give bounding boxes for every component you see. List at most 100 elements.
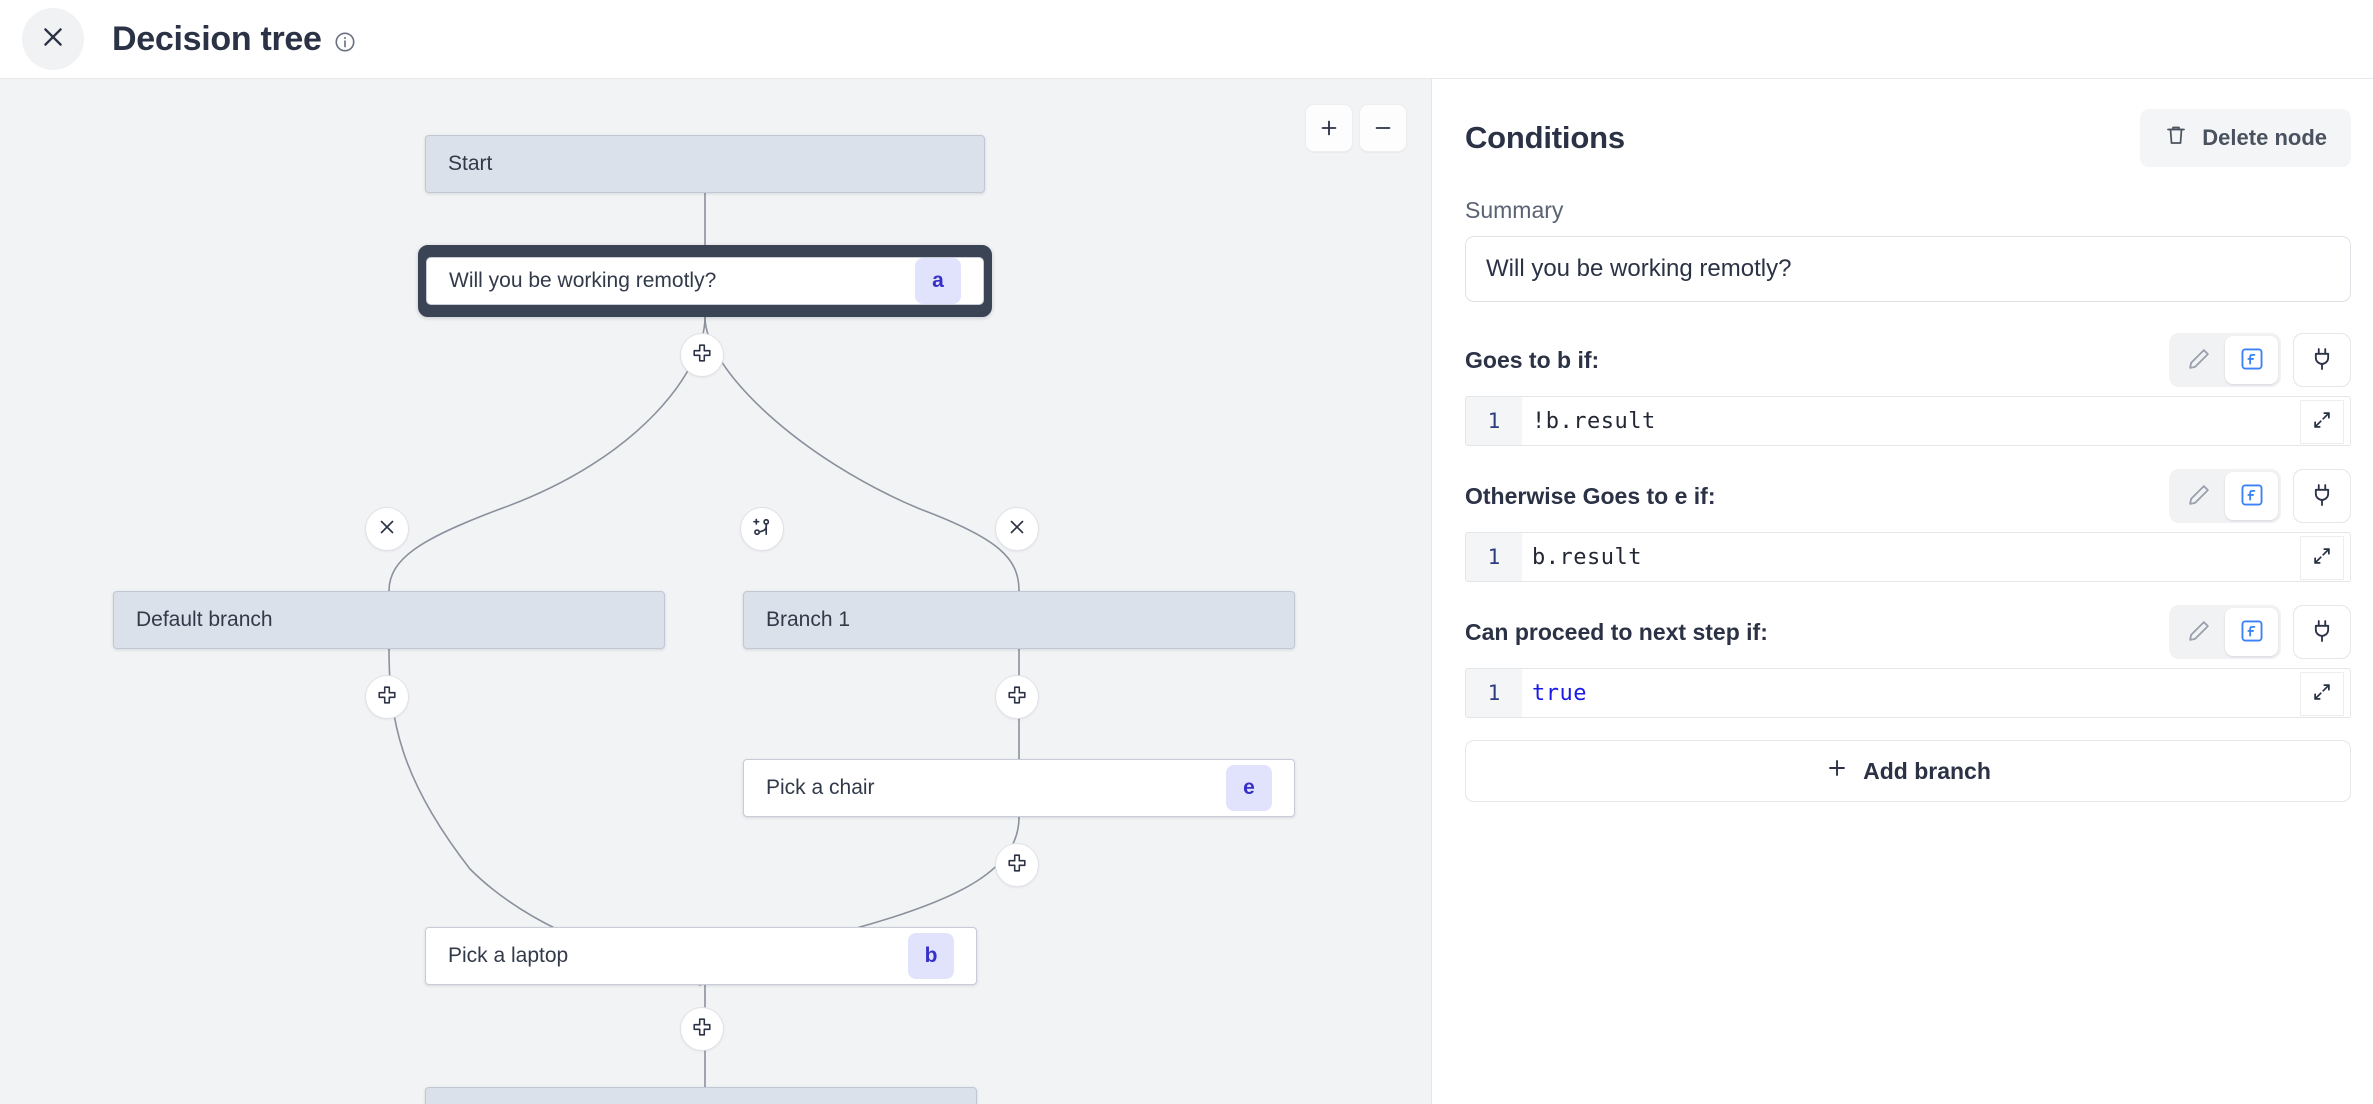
delete-branch-button-default[interactable] (365, 507, 409, 551)
plus-icon (376, 684, 398, 711)
flow-node-b[interactable]: Pick a laptop b (425, 927, 977, 985)
node-badge: e (1226, 765, 1272, 811)
plug-icon (2309, 482, 2335, 511)
connect-variable-button[interactable] (2293, 605, 2351, 659)
pencil-icon (2186, 482, 2212, 511)
pencil-mode-button[interactable] (2172, 336, 2225, 384)
condition-header: Can proceed to next step if: (1465, 604, 2351, 660)
line-number: 1 (1466, 669, 1522, 717)
node-label: Pick a laptop (448, 944, 569, 967)
delete-node-label: Delete node (2202, 125, 2327, 150)
delete-branch-button-branch-1[interactable] (995, 507, 1039, 551)
line-number: 1 (1466, 533, 1522, 581)
connect-variable-button[interactable] (2293, 333, 2351, 387)
node-badge: a (915, 258, 961, 304)
function-icon (2239, 346, 2265, 375)
summary-label: Summary (1465, 197, 1564, 223)
flow-node-a[interactable]: Will you be working remotly? a (418, 245, 992, 317)
plus-icon (1825, 756, 1849, 786)
function-mode-button[interactable] (2225, 472, 2278, 520)
condition-tools (2169, 333, 2351, 387)
add-node-button-after-chair[interactable] (995, 843, 1039, 887)
plus-icon (1006, 852, 1028, 879)
code-content[interactable]: b.result (1522, 533, 2350, 581)
summary-input[interactable] (1465, 236, 2351, 302)
close-icon (1006, 516, 1028, 543)
editor-mode-toggle (2169, 333, 2281, 387)
condition-header: Goes to b if: (1465, 332, 2351, 388)
flow-node-branch-1[interactable]: Branch 1 (743, 591, 1295, 649)
expand-editor-button[interactable] (2300, 536, 2344, 580)
function-icon (2239, 618, 2265, 647)
editor-mode-toggle (2169, 469, 2281, 523)
add-branch-button[interactable]: Add branch (1465, 740, 2351, 802)
expand-editor-button[interactable] (2300, 400, 2344, 444)
plus-icon (1006, 684, 1028, 711)
add-node-button-after-laptop[interactable] (680, 1007, 724, 1051)
code-content[interactable]: true (1522, 669, 2350, 717)
add-node-button-after-start[interactable] (680, 333, 724, 377)
node-label: Start (448, 152, 493, 175)
connect-variable-button[interactable] (2293, 469, 2351, 523)
expand-icon (2311, 409, 2333, 436)
function-mode-button[interactable] (2225, 336, 2278, 384)
plus-icon (691, 342, 713, 369)
git-branch-plus-icon (751, 516, 773, 543)
line-number: 1 (1466, 397, 1522, 445)
condition-block-otherwise-goes-to-e: Otherwise Goes to e if: (1465, 468, 2351, 582)
flow-node-e[interactable]: Pick a chair e (743, 759, 1295, 817)
pencil-mode-button[interactable] (2172, 472, 2225, 520)
condition-block-goes-to-b: Goes to b if: (1465, 332, 2351, 446)
expand-editor-button[interactable] (2300, 672, 2344, 716)
node-badge: b (908, 933, 954, 979)
function-icon (2239, 482, 2265, 511)
delete-node-button[interactable]: Delete node (2140, 109, 2351, 167)
zoom-controls (1305, 104, 1407, 152)
expand-icon (2311, 681, 2333, 708)
condition-header: Otherwise Goes to e if: (1465, 468, 2351, 524)
plug-icon (2309, 346, 2335, 375)
close-dialog-button[interactable] (22, 8, 84, 70)
panel-title: Conditions (1465, 120, 1625, 155)
condition-label: Goes to b if: (1465, 346, 1600, 373)
condition-label: Can proceed to next step if: (1465, 618, 1768, 645)
function-mode-button[interactable] (2225, 608, 2278, 656)
condition-label: Otherwise Goes to e if: (1465, 482, 1716, 509)
conditions-panel: Conditions Delete node Summary Goes to b… (1433, 79, 2373, 1104)
add-branch-label: Add branch (1863, 757, 1991, 784)
node-label: Will you be working remotly? (449, 269, 717, 292)
zoom-in-button[interactable] (1305, 104, 1353, 152)
code-editor[interactable]: 1 b.result (1465, 532, 2351, 582)
panel-header: Conditions Delete node (1465, 109, 2351, 167)
condition-tools (2169, 605, 2351, 659)
pencil-mode-button[interactable] (2172, 608, 2225, 656)
close-icon (40, 24, 66, 55)
flow-node-start[interactable]: Start (425, 135, 985, 193)
flow-node-default-branch[interactable]: Default branch (113, 591, 665, 649)
app-header: Decision tree (0, 0, 2373, 79)
trash-icon (2164, 123, 2188, 153)
editor-mode-toggle (2169, 605, 2281, 659)
flow-canvas[interactable]: Start Will you be working remotly? a Def… (0, 79, 1432, 1104)
page-title: Decision tree (112, 19, 322, 58)
flow-node-end[interactable]: End (425, 1087, 977, 1104)
expand-icon (2311, 545, 2333, 572)
code-editor[interactable]: 1 !b.result (1465, 396, 2351, 446)
add-node-button-after-branch-1[interactable] (995, 675, 1039, 719)
condition-block-can-proceed: Can proceed to next step if: (1465, 604, 2351, 718)
code-editor[interactable]: 1 true (1465, 668, 2351, 718)
pencil-icon (2186, 618, 2212, 647)
pencil-icon (2186, 346, 2212, 375)
node-label: Pick a chair (766, 776, 875, 799)
plug-icon (2309, 618, 2335, 647)
condition-tools (2169, 469, 2351, 523)
zoom-out-button[interactable] (1359, 104, 1407, 152)
info-icon[interactable] (334, 31, 356, 53)
plus-icon (691, 1016, 713, 1043)
close-icon (376, 516, 398, 543)
add-branch-button-inline[interactable] (740, 507, 784, 551)
code-content[interactable]: !b.result (1522, 397, 2350, 445)
node-label: Default branch (136, 608, 273, 631)
node-label: Branch 1 (766, 608, 851, 631)
add-node-button-after-default-branch[interactable] (365, 675, 409, 719)
